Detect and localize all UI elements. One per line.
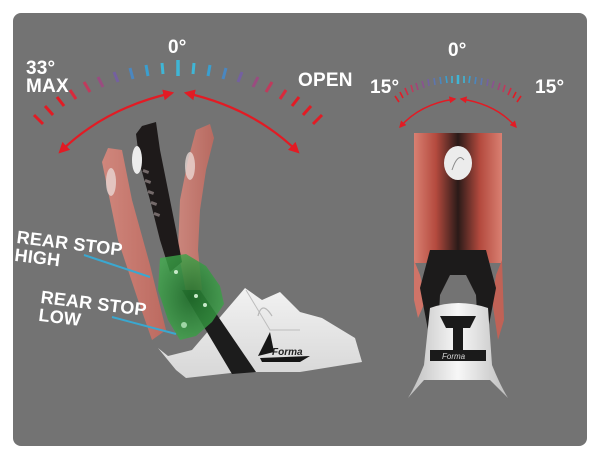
front-gauge-right-label: 15° <box>535 77 565 98</box>
front-logo-text: Forma <box>442 352 466 361</box>
front-gauge-arrows <box>399 96 517 129</box>
side-view-brace <box>102 122 362 378</box>
front-gauge-left-label: 15° <box>370 77 400 98</box>
side-gauge-max-value: 33° <box>26 58 56 79</box>
side-logo-text: Forma <box>272 347 303 358</box>
side-gauge-max-label: MAX <box>26 76 69 97</box>
side-gauge-arrows <box>58 89 300 154</box>
side-gauge-open-label: OPEN <box>298 70 353 91</box>
callout-line-rear-stop-high <box>83 254 151 278</box>
side-gauge-zero-label: 0° <box>168 37 187 58</box>
front-gauge-zero-label: 0° <box>448 40 467 61</box>
front-gauge-ticks <box>394 75 522 103</box>
callout-line-rear-stop-low <box>111 316 177 335</box>
side-gauge-ticks <box>32 60 324 126</box>
front-view-brace <box>408 133 508 398</box>
